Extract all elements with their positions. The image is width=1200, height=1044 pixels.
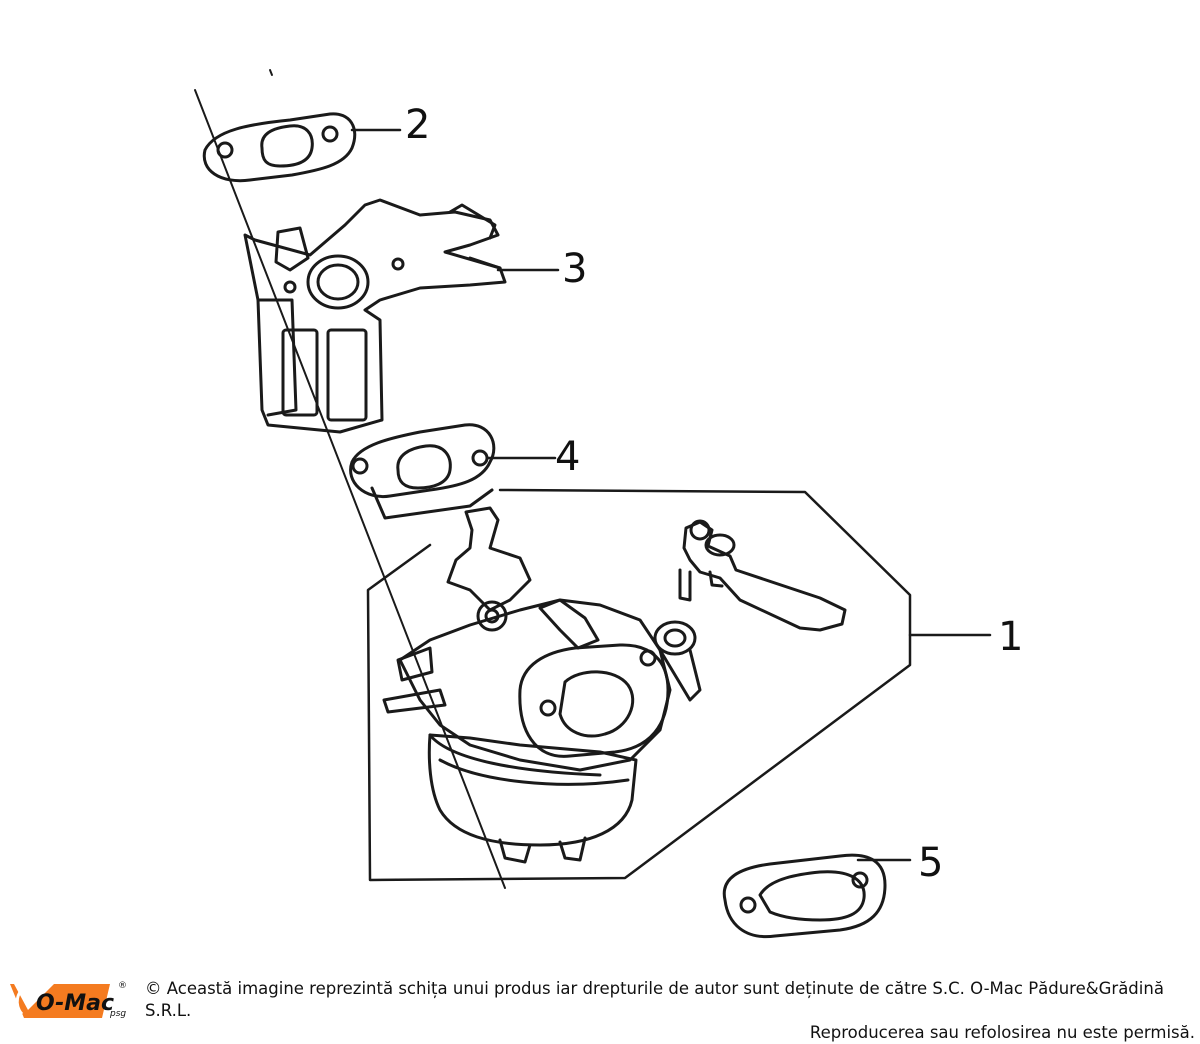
callout-5: 5: [918, 840, 943, 886]
part-1-group-outline: [366, 488, 992, 882]
callout-3: 3: [562, 246, 587, 292]
logo-registered: ®: [118, 981, 127, 991]
omac-logo: O-Mac psg ®: [10, 981, 127, 1019]
axis-lines: [194, 69, 506, 889]
exploded-parts-diagram: 2 3 4 1 5: [194, 69, 1023, 939]
part-2-gasket: [202, 112, 357, 183]
part-3-insulator-bracket: [243, 198, 507, 434]
part-4-gasket: [349, 423, 496, 520]
callout-2: 2: [405, 102, 430, 148]
copyright-notice: © Această imagine reprezintă schița unui…: [145, 978, 1195, 1044]
callout-4: 4: [555, 434, 580, 480]
footer: O-Mac psg ® © Această imagine reprezintă…: [0, 970, 1200, 1042]
part-1-choke-lever: [678, 519, 847, 632]
logo-suffix: psg: [109, 1009, 126, 1019]
leader-lines: [350, 128, 560, 460]
part-5-gasket: [722, 853, 912, 939]
callout-1: 1: [998, 614, 1023, 660]
logo-text: O-Mac: [36, 991, 114, 1016]
copyright-line-2: Reproducerea sau refolosirea nu este per…: [809, 1023, 1195, 1042]
copyright-line-1: © Această imagine reprezintă schița unui…: [145, 979, 1164, 1020]
part-1-carburetor: [382, 506, 702, 864]
